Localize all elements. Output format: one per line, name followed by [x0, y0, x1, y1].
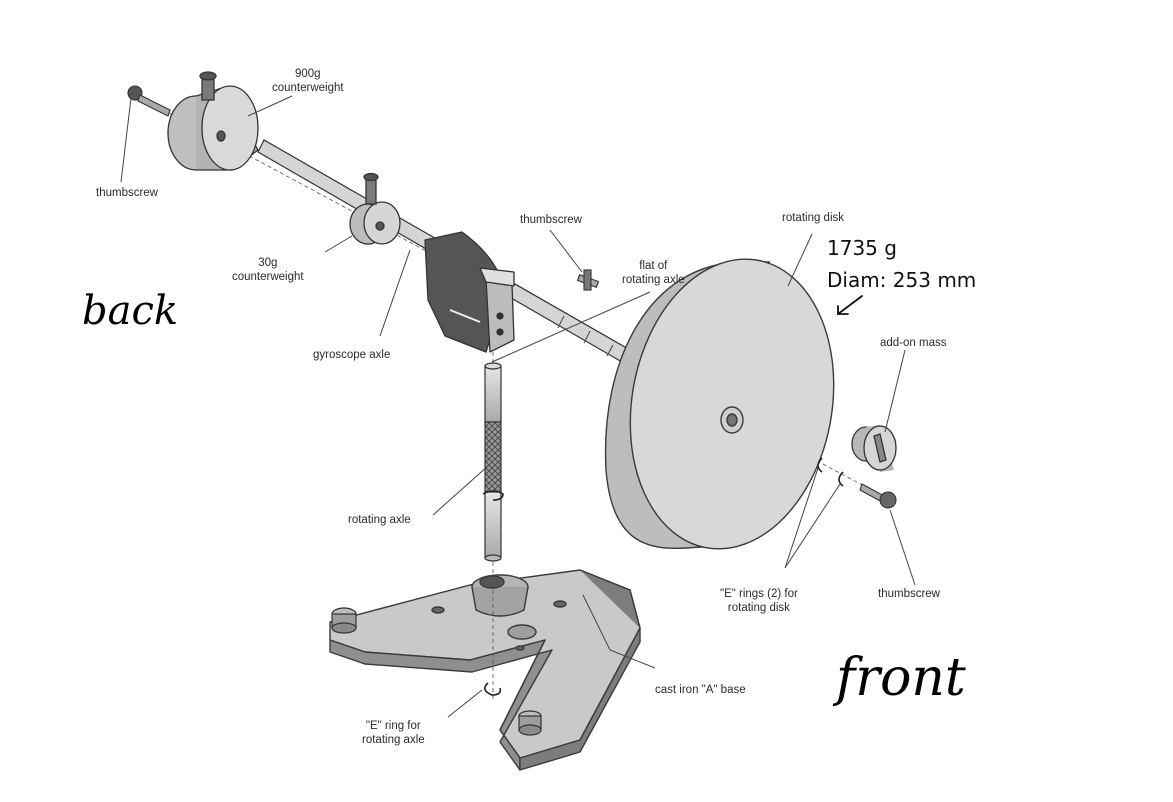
handwritten-back: back — [82, 288, 179, 334]
pivot-bracket — [424, 231, 515, 353]
label-flat-of-rotating-axle: flat of rotating axle — [622, 260, 685, 286]
thumbscrew-back-part — [127, 85, 171, 117]
rotating-axle — [484, 345, 502, 700]
thumbscrew-top-part — [576, 269, 600, 291]
handwritten-arrow — [837, 295, 863, 315]
label-rotating-disk: rotating disk — [782, 212, 845, 224]
add-on-mass — [851, 425, 897, 472]
e-rings-disk — [817, 457, 844, 487]
label-add-on-mass: add-on mass — [880, 337, 947, 349]
leveling-foot-left — [331, 607, 357, 634]
e-ring-lower — [484, 682, 502, 696]
handwritten-front: front — [836, 648, 966, 708]
cast-iron-base — [329, 569, 641, 771]
e-ring-upper — [482, 490, 504, 501]
thumbscrew-front-part — [859, 483, 897, 509]
label-thumbscrew-front: thumbscrew — [878, 588, 940, 600]
leveling-foot-right — [518, 710, 542, 736]
annotation-diameter: Diam: 253 mm — [827, 268, 977, 292]
label-thumbscrew-top: thumbscrew — [520, 214, 582, 226]
label-30g-counterweight: 30g counterweight — [232, 257, 304, 283]
label-900g-counterweight: 900g counterweight — [272, 68, 344, 94]
label-e-rings-rotating-disk: "E" rings (2) for rotating disk — [720, 588, 798, 614]
label-gyroscope-axle: gyroscope axle — [313, 349, 391, 361]
rotating-disk — [604, 258, 835, 550]
counterweight-30g — [349, 172, 401, 245]
label-rotating-axle: rotating axle — [348, 514, 411, 526]
annotation-mass: 1735 g — [827, 236, 897, 260]
label-cast-iron-a-base: cast iron "A" base — [655, 684, 746, 696]
counterweight-900g — [167, 71, 259, 171]
label-e-ring-rotating-axle: "E" ring for rotating axle — [362, 720, 425, 746]
label-thumbscrew-back: thumbscrew — [96, 187, 158, 199]
leader-lines — [120, 95, 916, 718]
